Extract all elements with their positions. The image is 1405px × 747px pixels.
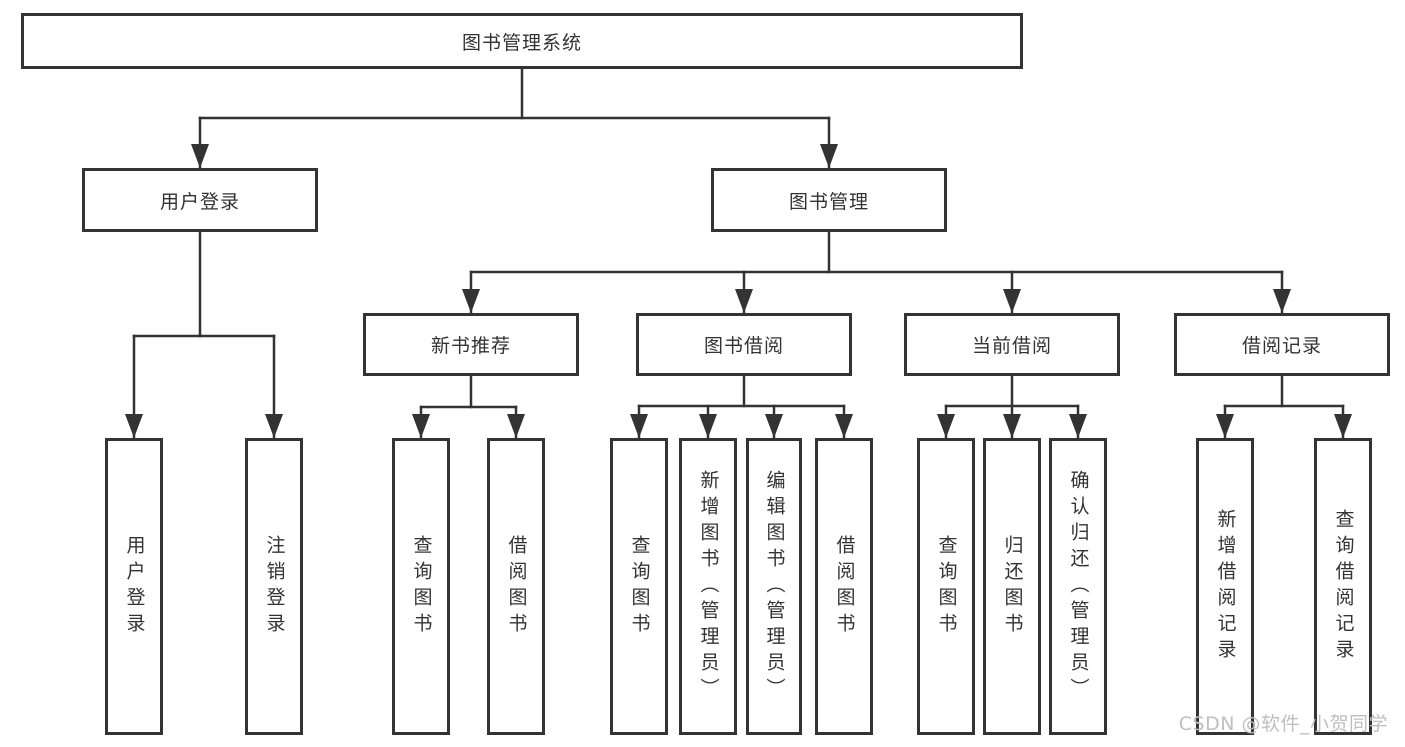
connector-current-borrowing [937, 374, 1087, 440]
node-new-book-recommend: 新书推荐 [363, 313, 579, 376]
node-library-management-system: 图书管理系统 [21, 13, 1023, 69]
node-label: 新书推荐 [430, 335, 511, 357]
node-label: 图书借阅 [703, 335, 784, 357]
node-label: 归还图书 [1001, 534, 1024, 639]
node-label: 用户登录 [159, 190, 240, 213]
connector-new-book-recommend [412, 374, 525, 440]
node-label: 借阅图书 [505, 534, 528, 639]
node-label: 借阅记录 [1241, 335, 1322, 357]
leaf-return-books: 归还图书 [983, 438, 1041, 735]
node-label: 查询借阅记录 [1332, 508, 1355, 665]
connector-borrowing-records [1216, 374, 1352, 440]
leaf-add-books-admin: 新增图书（管理员） [679, 438, 737, 735]
leaf-query-books-current: 查询图书 [917, 438, 975, 735]
node-label: 确认归还（管理员） [1067, 469, 1090, 704]
leaf-query-borrow-record: 查询借阅记录 [1314, 438, 1372, 735]
node-book-borrowing: 图书借阅 [636, 313, 852, 376]
node-borrowing-records: 借阅记录 [1174, 313, 1390, 376]
leaf-confirm-return-admin: 确认归还（管理员） [1049, 438, 1107, 735]
node-label: 图书管理系统 [461, 31, 582, 54]
connector-book-borrowing [630, 374, 853, 440]
node-label: 注销登录 [263, 534, 286, 639]
node-label: 用户登录 [123, 534, 146, 639]
node-label: 图书管理 [788, 190, 869, 213]
node-current-borrowing: 当前借阅 [904, 313, 1120, 376]
leaf-add-borrow-record: 新增借阅记录 [1196, 438, 1254, 735]
leaf-query-books-recommend: 查询图书 [392, 438, 450, 735]
node-user-login: 用户登录 [82, 168, 318, 232]
leaf-query-books-borrowing: 查询图书 [610, 438, 668, 735]
node-label: 当前借阅 [971, 335, 1052, 357]
node-label: 查询图书 [628, 534, 651, 639]
leaf-edit-books-admin: 编辑图书（管理员） [746, 438, 802, 735]
node-label: 新增借阅记录 [1214, 508, 1237, 665]
leaf-borrow-books-borrowing: 借阅图书 [815, 438, 873, 735]
node-label: 编辑图书（管理员） [763, 469, 786, 704]
connector-user-login [125, 230, 283, 440]
node-label: 查询图书 [935, 534, 958, 639]
connector-root [191, 67, 838, 170]
node-label: 查询图书 [410, 534, 433, 639]
leaf-user-login: 用户登录 [105, 438, 163, 735]
node-book-management: 图书管理 [711, 168, 947, 232]
leaf-borrow-books-recommend: 借阅图书 [487, 438, 545, 735]
leaf-logout: 注销登录 [245, 438, 303, 735]
node-label: 新增图书（管理员） [697, 469, 720, 704]
node-label: 借阅图书 [833, 534, 856, 639]
connector-book-management [462, 230, 1291, 315]
